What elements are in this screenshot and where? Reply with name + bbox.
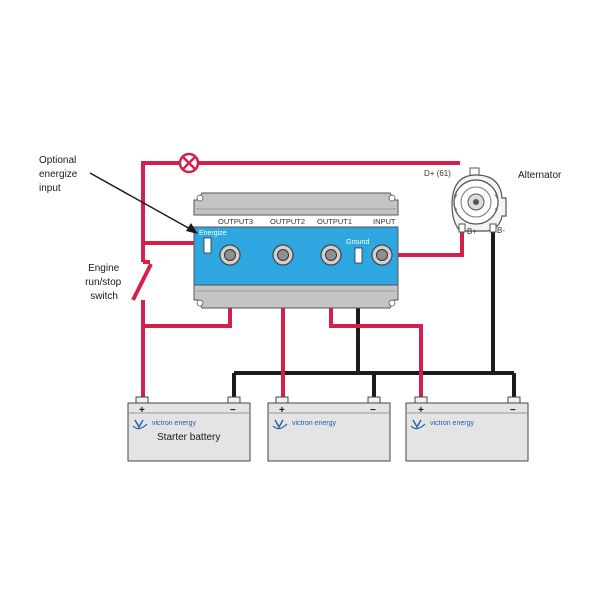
battery2-plus: +	[279, 405, 285, 416]
label-d-plus: D+ (61)	[424, 169, 451, 178]
label-ground: Ground	[346, 239, 369, 246]
input-wire	[382, 230, 464, 257]
label-alternator: Alternator	[518, 170, 562, 181]
alternator	[451, 167, 507, 233]
battery3-plus: +	[418, 405, 424, 416]
output1-stud	[320, 244, 342, 266]
isolator-heatsink-bottom	[193, 284, 399, 309]
battery2-brand: victron energy	[292, 420, 336, 427]
isolator-heatsink-top	[193, 192, 399, 216]
negative-wires	[232, 228, 516, 398]
label-energize: Energize	[199, 230, 227, 237]
label-b-minus: B-	[497, 226, 505, 235]
label-input: INPUT	[373, 217, 396, 226]
engine-switch	[131, 260, 153, 301]
battery1-plus: +	[139, 405, 145, 416]
battery-3: + − victron energy	[405, 396, 529, 462]
warning-lamp	[178, 152, 200, 174]
output2-stud	[272, 244, 294, 266]
battery1-minus: −	[230, 405, 236, 416]
battery1-brand: victron energy	[152, 420, 196, 427]
victron-logo-icon	[410, 419, 426, 430]
label-b-plus: B+	[467, 227, 477, 236]
battery3-minus: −	[510, 405, 516, 416]
victron-logo-icon	[132, 419, 148, 430]
label-starter-battery: Starter battery	[157, 432, 220, 443]
energize-pointer-arrow	[89, 172, 198, 234]
input-stud	[371, 244, 393, 266]
energize-terminal	[203, 237, 212, 254]
battery-2: + − victron energy	[267, 396, 391, 462]
battery-isolator: OUTPUT3 OUTPUT2 OUTPUT1 INPUT Energize G…	[193, 192, 399, 309]
label-output3: OUTPUT3	[218, 217, 253, 226]
starter-battery: + − victron energy Starter battery	[127, 396, 251, 462]
label-engine-switch: Engine run/stop switch	[85, 263, 124, 302]
label-optional-energize: Optional energize input	[39, 155, 80, 194]
battery3-brand: victron energy	[430, 420, 474, 427]
victron-logo-icon	[272, 419, 288, 430]
output3-stud	[219, 244, 241, 266]
d-plus-wire-left	[141, 161, 180, 243]
battery2-minus: −	[370, 405, 376, 416]
label-output2: OUTPUT2	[270, 217, 305, 226]
ground-terminal	[354, 247, 363, 264]
label-output1: OUTPUT1	[317, 217, 352, 226]
